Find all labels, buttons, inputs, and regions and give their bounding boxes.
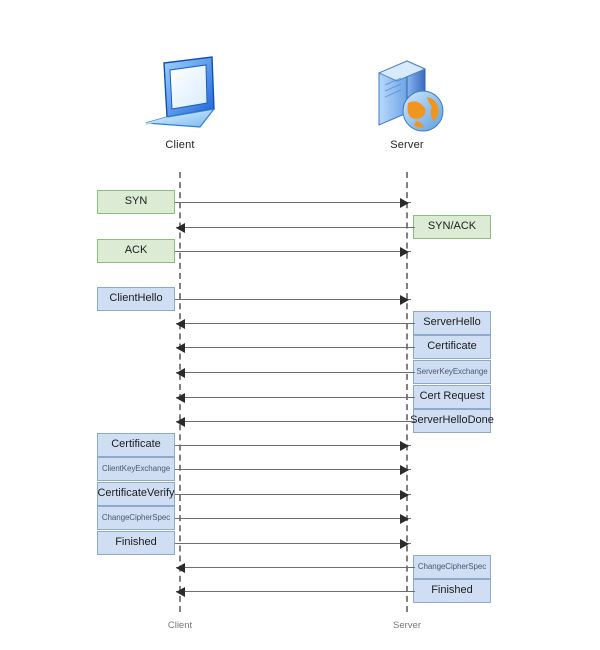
message-arrow-4 <box>176 323 411 324</box>
message-box-syn[interactable]: SYN <box>97 189 175 215</box>
message-stub-12 <box>175 518 182 519</box>
message-arrow-5 <box>176 347 411 348</box>
message-arrow-10 <box>176 469 411 470</box>
message-stub-10 <box>175 469 182 470</box>
message-box-changecipherspec[interactable]: ChangeCipherSpec <box>413 554 491 580</box>
message-arrow-9 <box>176 445 411 446</box>
message-stub-15 <box>405 591 415 592</box>
arrowhead-7 <box>176 393 185 403</box>
message-stub-1 <box>405 227 415 228</box>
arrowhead-8 <box>176 417 185 427</box>
message-arrow-8 <box>176 421 411 422</box>
message-arrow-6 <box>176 372 411 373</box>
arrowhead-12 <box>400 514 409 524</box>
message-stub-3 <box>175 299 182 300</box>
actor-server: Server <box>361 55 453 151</box>
message-stub-5 <box>405 347 415 348</box>
message-box-certificate[interactable]: Certificate <box>413 334 491 360</box>
message-arrow-15 <box>176 591 411 592</box>
arrowhead-3 <box>400 295 409 305</box>
arrowhead-0 <box>400 198 409 208</box>
arrowhead-14 <box>176 563 185 573</box>
arrowhead-4 <box>176 319 185 329</box>
lifeline-server <box>406 172 408 612</box>
message-stub-11 <box>175 494 182 495</box>
arrowhead-11 <box>400 490 409 500</box>
actor-client-bottom-label: Client <box>167 620 193 631</box>
arrowhead-15 <box>176 587 185 597</box>
message-box-cert-request[interactable]: Cert Request <box>413 384 491 410</box>
message-arrow-7 <box>176 397 411 398</box>
message-arrow-0 <box>176 202 411 203</box>
actor-client-top-label: Client <box>165 139 195 151</box>
message-box-serverhello[interactable]: ServerHello <box>413 310 491 336</box>
arrowhead-10 <box>400 465 409 475</box>
message-box-ack[interactable]: ACK <box>97 238 175 264</box>
message-stub-2 <box>175 251 182 252</box>
message-stub-0 <box>175 202 182 203</box>
actor-server-top-label: Server <box>390 139 424 151</box>
arrowhead-1 <box>176 223 185 233</box>
message-box-finished[interactable]: Finished <box>97 530 175 556</box>
laptop-icon <box>134 55 226 137</box>
arrowhead-9 <box>400 441 409 451</box>
arrowhead-2 <box>400 247 409 257</box>
message-arrow-1 <box>176 227 411 228</box>
message-box-syn-ack[interactable]: SYN/ACK <box>413 214 491 240</box>
message-arrow-11 <box>176 494 411 495</box>
message-stub-6 <box>405 372 415 373</box>
actor-client: Client <box>134 55 226 151</box>
message-stub-4 <box>405 323 415 324</box>
message-stub-8 <box>405 421 415 422</box>
message-arrow-12 <box>176 518 411 519</box>
message-box-serverkeyexchange[interactable]: ServerKeyExchange <box>413 359 491 385</box>
message-arrow-2 <box>176 251 411 252</box>
message-box-certificate[interactable]: Certificate <box>97 432 175 458</box>
message-box-changecipherspec[interactable]: ChangeCipherSpec <box>97 505 175 531</box>
server-globe-icon <box>361 55 453 137</box>
message-box-serverhellodone[interactable]: ServerHelloDone <box>410 408 494 434</box>
actor-server-bottom-label: Server <box>393 620 421 631</box>
arrowhead-6 <box>176 368 185 378</box>
arrowhead-5 <box>176 343 185 353</box>
message-box-clienthello[interactable]: ClientHello <box>97 286 175 312</box>
message-stub-9 <box>175 445 182 446</box>
message-box-certificateverify[interactable]: CertificateVerify <box>97 481 175 507</box>
message-box-finished[interactable]: Finished <box>413 578 491 604</box>
lifeline-client <box>179 172 181 612</box>
message-arrow-14 <box>176 567 411 568</box>
message-stub-7 <box>405 397 415 398</box>
message-arrow-13 <box>176 543 411 544</box>
message-arrow-3 <box>176 299 411 300</box>
message-stub-13 <box>175 543 182 544</box>
message-box-clientkeyexchange[interactable]: ClientKeyExchange <box>97 456 175 482</box>
arrowhead-13 <box>400 539 409 549</box>
message-stub-14 <box>405 567 415 568</box>
